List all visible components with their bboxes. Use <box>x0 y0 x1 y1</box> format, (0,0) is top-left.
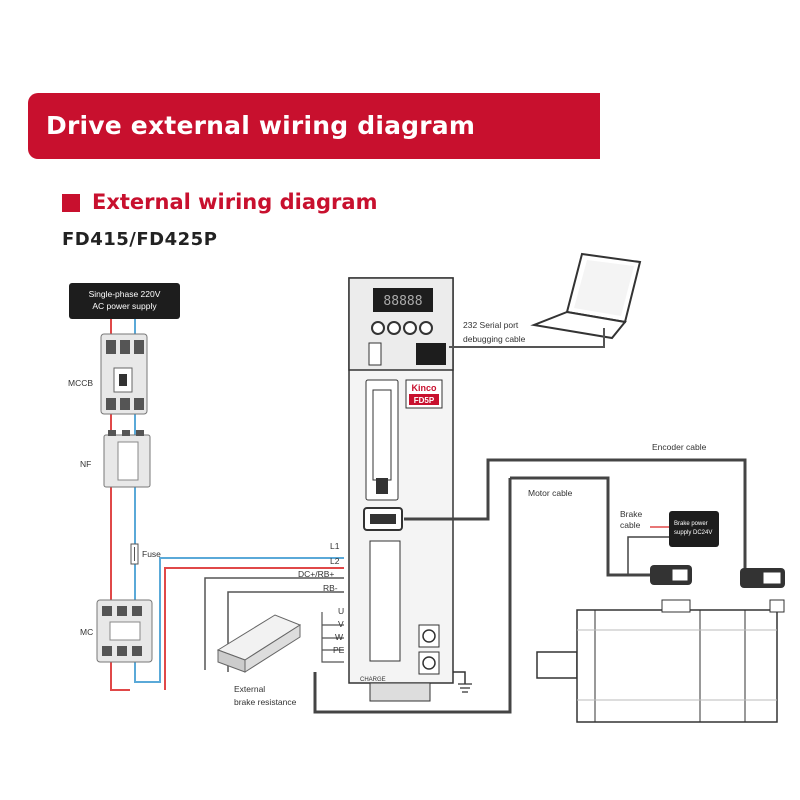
serial-cable-label-1: 232 Serial port <box>463 320 519 330</box>
mccb-label: MCCB <box>68 378 94 388</box>
noise-filter <box>103 430 151 488</box>
brake-cable-label-2: cable <box>620 520 641 530</box>
encoder-plug-icon <box>740 568 785 588</box>
terminal-v-label: V <box>338 619 344 629</box>
terminal-l1-label: L1 <box>330 541 340 551</box>
encoder-cable-line <box>404 458 747 575</box>
fuse-icon <box>130 543 139 565</box>
up-button-icon <box>387 321 401 335</box>
header-banner <box>28 93 600 159</box>
terminal-rb-minus-label: RB- <box>323 583 338 593</box>
motor-cable-line <box>313 478 512 714</box>
display-text: 88888 <box>383 294 422 309</box>
motor-cable-label: Motor cable <box>528 488 573 498</box>
power-terminal-block <box>369 540 401 662</box>
brake-power-supply <box>669 511 719 547</box>
set-button-icon <box>419 321 433 335</box>
drive-display <box>373 288 433 312</box>
down-button-icon <box>403 321 417 335</box>
ground-symbol-icon <box>458 683 472 693</box>
encoder-cable-label: Encoder cable <box>652 442 707 452</box>
wire-blue-main <box>134 319 344 683</box>
section-title: External wiring diagram <box>92 190 378 214</box>
brake-cable-label-1: Brake <box>620 509 643 519</box>
serial-cable-label-2: debugging cable <box>463 334 526 344</box>
servo-motor <box>536 599 785 723</box>
serial-cable-line <box>449 328 605 348</box>
motor-cable-upper <box>510 476 650 577</box>
terminal-pe-label: PE <box>333 645 345 655</box>
mode-button-icon <box>371 321 385 335</box>
brake-resistance-label-2: brake resistance <box>234 697 297 707</box>
brake-ps-label-1: Brake power <box>674 521 708 527</box>
servo-drive: 88888 Kinco FD5P CHARGE <box>348 277 454 702</box>
terminal-u-label: U <box>338 606 345 616</box>
model-name: FD415/FD425P <box>62 229 218 250</box>
terminal-w-label: W <box>335 632 344 642</box>
mc-label: MC <box>80 627 94 637</box>
charge-label: CHARGE <box>360 677 386 683</box>
magnetic-contactor <box>96 599 153 663</box>
fuse-label: Fuse <box>142 549 161 559</box>
wire-dc-rb <box>204 577 344 670</box>
mccb-breaker <box>100 333 148 415</box>
banner-title: Drive external wiring diagram <box>46 111 476 140</box>
brake-ps-label-2: supply DC24V <box>674 530 713 536</box>
motor-plug-icon <box>650 565 692 585</box>
model-text: FD5P <box>414 396 435 405</box>
power-supply-box: Single-phase 220V AC power supply <box>69 283 180 319</box>
wire-red-l2 <box>164 567 344 690</box>
brand-text: Kinco <box>411 383 437 393</box>
laptop-icon <box>449 252 642 348</box>
serial-port <box>368 342 382 366</box>
power-supply-line2: AC power supply <box>92 301 157 311</box>
wire-uvw <box>321 612 344 663</box>
section-marker <box>62 194 80 212</box>
nf-label: NF <box>80 459 92 469</box>
brake-resistance-label-1: External <box>234 684 266 694</box>
power-supply-line1: Single-phase 220V <box>88 289 161 299</box>
terminal-l2-label: L2 <box>330 556 340 566</box>
terminal-dc-rb-label: DC+/RB+ <box>298 569 335 579</box>
brake-resistor <box>216 614 302 673</box>
brake-cable-line <box>627 536 669 575</box>
